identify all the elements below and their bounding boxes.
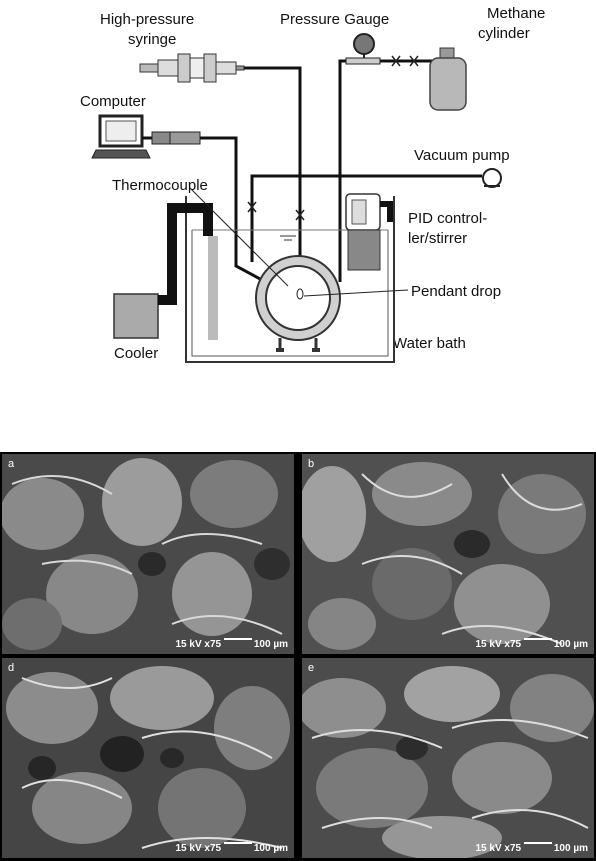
panel-label: b [308,458,315,470]
scale-bar: 15 kV x75 100 µm [475,842,588,854]
water-bath-icon [185,196,395,363]
sem-panel-b: b 15 kV x75 100 µm [302,454,594,654]
scale-text: 15 kV x75 [475,639,522,650]
sem-image-a [2,454,294,654]
syringe-label-line1: High-pressure [100,11,194,28]
signal-box-icon [151,131,201,145]
sem-panel-d: d 15 kV x75 100 µm [2,658,294,858]
thermocouple-label: Thermocouple [112,177,208,194]
methane-valve-icons [391,55,419,67]
sem-image-b [302,454,594,654]
scale-bar-line [523,638,552,641]
pressure-gauge-icon [345,33,381,65]
pendant-drop-label: Pendant drop [411,283,501,300]
apparatus-diagram: High-pressure syringe Pressure Gauge Met… [80,5,545,363]
sem-image-d [2,658,294,858]
syringe-label-line2: syringe [128,31,176,48]
vacuum-valve-icon [247,201,257,213]
water-bath-label: Water bath [393,335,466,352]
computer-icon [91,114,151,159]
scale-text: 15 kV x75 [175,843,222,854]
pid-controller-icon [345,193,393,271]
panel-label: d [8,662,15,674]
sem-panel-a: a 15 kV x75 100 µm [2,454,294,654]
syringe-icon [139,53,245,83]
pid-label-line1: PID control- [408,210,487,227]
methane-label-line2: cylinder [478,25,530,42]
vacuum-pump-label: Vacuum pump [414,147,510,164]
sem-panel-e: e 15 kV x75 100 µm [302,658,594,858]
scale-bar-line [223,842,252,845]
scale-length: 100 µm [253,639,288,650]
cooler-icon [113,203,218,340]
scale-bar: 15 kV x75 100 µm [175,842,288,854]
scale-length: 100 µm [253,843,288,854]
pressure-gauge-label: Pressure Gauge [280,11,389,28]
scale-text: 15 kV x75 [475,843,522,854]
sem-image-e [302,658,594,858]
scale-bar-line [223,638,252,641]
pid-label-line2: ler/stirrer [408,230,467,247]
cooler-label: Cooler [114,345,158,362]
computer-label: Computer [80,93,146,110]
scale-bar-line [523,842,552,845]
vacuum-pump-icon [482,168,502,188]
panel-label: e [308,662,315,674]
syringe-valve-icon [295,209,305,221]
scale-bar: 15 kV x75 100 µm [475,638,588,650]
scale-length: 100 µm [553,843,588,854]
sem-micrograph-grid: a 15 kV x75 100 µm b 15 kV x75 100 µm [0,452,596,861]
scale-length: 100 µm [553,639,588,650]
scale-bar: 15 kV x75 100 µm [175,638,288,650]
scale-text: 15 kV x75 [175,639,222,650]
methane-cylinder-icon [429,47,467,111]
methane-label-line1: Methane [487,5,545,22]
pendant-drop-icon [296,288,304,300]
panel-label: a [8,458,15,470]
pressure-cell-icon [255,255,341,352]
